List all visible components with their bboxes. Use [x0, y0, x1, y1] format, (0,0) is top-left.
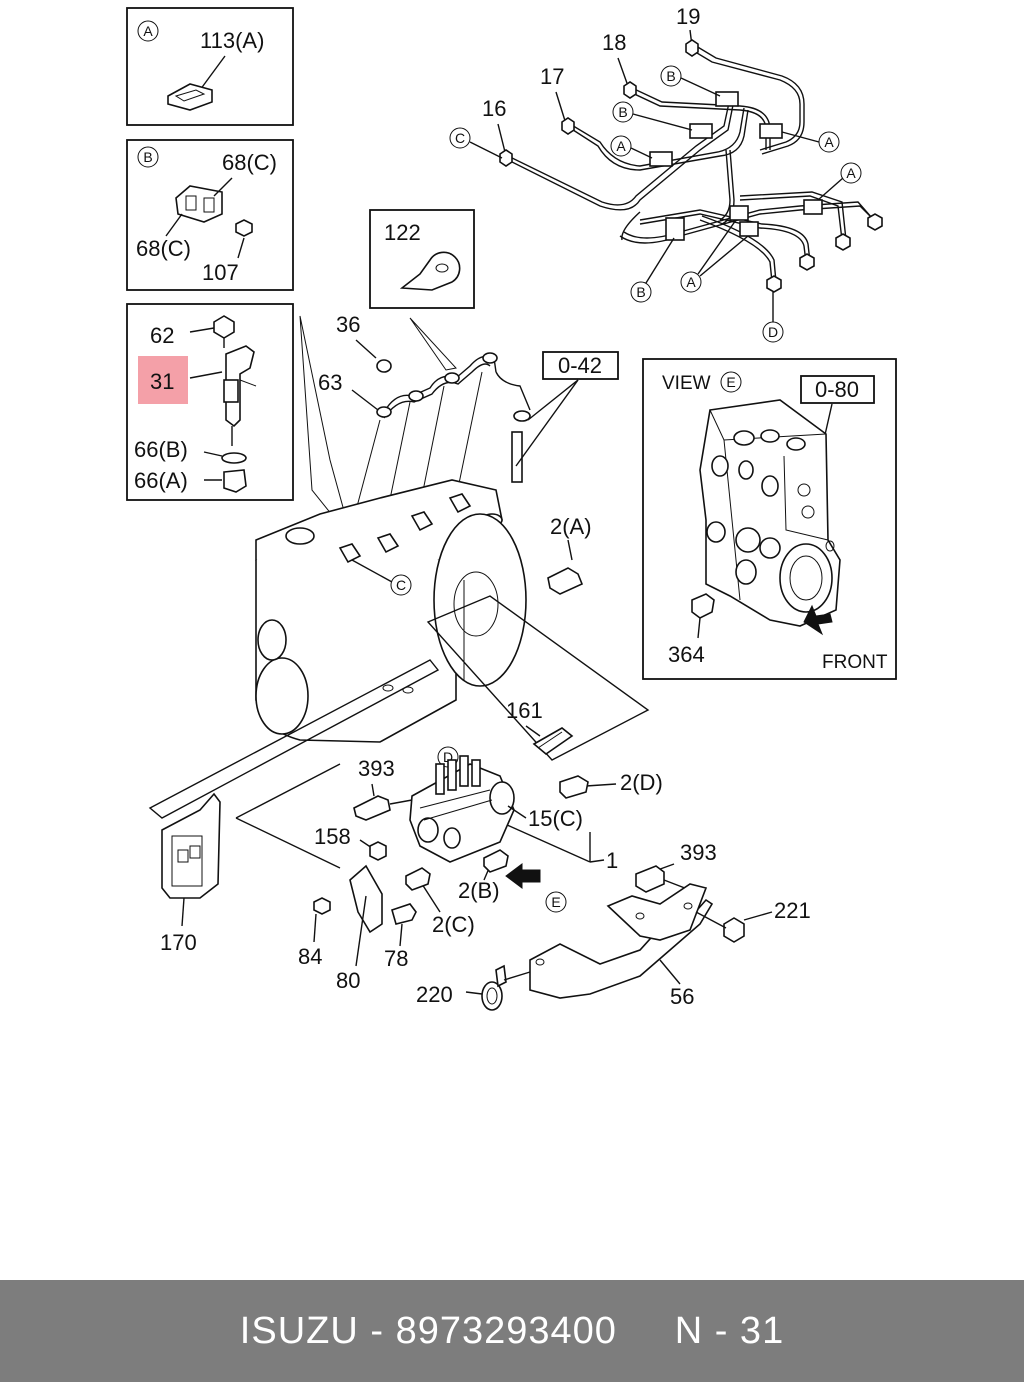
tag-a-2: A: [824, 134, 834, 150]
inset-b-clamp: B 68(C) 68(C) 107: [126, 139, 294, 291]
part-161: 161: [506, 698, 574, 756]
label-66b: 66(B): [134, 437, 188, 462]
label-2d: 2(D): [620, 770, 663, 795]
label-16: 16: [482, 96, 506, 121]
view-e-inset: VIEW E 0-80 364 FRONT: [642, 358, 897, 680]
tag-c-2: C: [396, 577, 406, 593]
pump-fittings: 393 158 2(D) 15(C) 1 2(B) E 2(C): [314, 756, 663, 937]
label-2b: 2(B): [458, 878, 500, 903]
label-221: 221: [774, 898, 811, 923]
footer-sep: -: [358, 1309, 396, 1352]
label-393-upper: 393: [358, 756, 395, 781]
label-68c-top: 68(C): [222, 150, 277, 175]
parts-diagram: A 113(A) B 68(C) 68(C) 107 62 31 66(B) 6…: [126, 4, 897, 1011]
label-66a: 66(A): [134, 468, 188, 493]
label-161: 161: [506, 698, 543, 723]
label-18: 18: [602, 30, 626, 55]
footer-gap: [617, 1310, 675, 1353]
inset-a-clamp: A 113(A): [126, 7, 294, 126]
tag-a-3: A: [846, 165, 856, 181]
inset-injector: 62 31 66(B) 66(A): [126, 303, 294, 501]
tag-b-2: B: [618, 104, 627, 120]
footer-part-number: 8973293400: [395, 1309, 617, 1352]
footer-brand: ISUZU: [239, 1309, 359, 1352]
bracket-80: 84 78 80: [298, 864, 417, 993]
label-84: 84: [298, 944, 322, 969]
front-label: FRONT: [822, 652, 888, 673]
view-e-title: VIEW: [662, 373, 711, 394]
label-56: 56: [670, 984, 694, 1009]
pump-mounting-outline: [148, 595, 650, 869]
inset-b-tag: B: [143, 149, 152, 165]
tag-e-1: E: [551, 894, 560, 910]
tag-d-1: D: [768, 324, 778, 340]
lower-bracket-assembly: 393 221 56 220: [416, 840, 811, 1011]
label-122: 122: [384, 220, 421, 245]
label-15c: 15(C): [528, 806, 583, 831]
label-19: 19: [676, 4, 700, 29]
label-2a: 2(A): [550, 514, 592, 539]
inset-a-tag: A: [143, 23, 153, 39]
clip-box-122: 122: [369, 209, 475, 371]
label-68c-left: 68(C): [136, 236, 191, 261]
label-220: 220: [416, 982, 453, 1007]
label-78: 78: [384, 946, 408, 971]
footer-bar: ISUZU - 8973293400 N - 31: [0, 1280, 1024, 1382]
ref-0-42: 0-42: [558, 353, 602, 378]
label-364: 364: [668, 642, 705, 667]
label-63: 63: [318, 370, 342, 395]
ref-0-80: 0-80: [815, 377, 859, 402]
label-62: 62: [150, 323, 174, 348]
tag-c-1: C: [455, 130, 465, 146]
label-36: 36: [336, 312, 360, 337]
tag-d-2: D: [443, 749, 453, 765]
footer-ref: N - 31: [674, 1309, 785, 1352]
injection-pipes: 19 18 17 16: [449, 4, 883, 343]
tag-b-1: B: [666, 68, 675, 84]
part-170: 170: [160, 792, 221, 955]
engine-block: C: [255, 315, 527, 743]
label-31: 31: [150, 369, 174, 394]
label-170: 170: [160, 930, 197, 955]
label-158: 158: [314, 824, 351, 849]
label-393-lower: 393: [680, 840, 717, 865]
tag-b-3: B: [636, 284, 645, 300]
label-2c: 2(C): [432, 912, 475, 937]
label-17: 17: [540, 64, 564, 89]
tag-a-4: A: [686, 274, 696, 290]
label-80: 80: [336, 968, 360, 993]
label-107: 107: [202, 260, 239, 285]
tag-a-1: A: [616, 138, 626, 154]
bolt-2a: 2(A): [547, 514, 592, 595]
part-31-highlight: [138, 356, 188, 404]
label-1: 1: [606, 848, 618, 873]
injection-pump: D: [409, 746, 515, 863]
label-113a: 113(A): [200, 28, 264, 53]
view-e-tag: E: [726, 374, 735, 390]
